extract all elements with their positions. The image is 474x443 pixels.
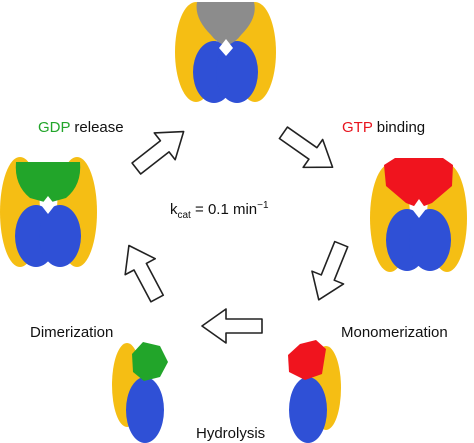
cleft: [41, 196, 55, 214]
gtp-text: GTP: [342, 119, 373, 136]
arrow-gtp-binding: [278, 126, 334, 169]
monomer-gdp-bound: [112, 342, 168, 443]
arrow-dimerization: [124, 244, 165, 303]
subunit-blue-right: [39, 205, 81, 267]
label-gtp-binding: GTP binding: [342, 120, 425, 135]
gdp-release-text: release: [70, 119, 124, 136]
dimer-gdp-bound: [0, 157, 97, 267]
gdp-text: GDP: [38, 119, 71, 136]
dimer-nucleotide-free: [175, 2, 276, 103]
nucleotide-site-gtp: [384, 158, 453, 208]
rate-constant: kcat = 0.1 min−1: [170, 200, 269, 221]
cleft: [412, 199, 426, 218]
subunit-blue-right: [409, 209, 451, 271]
arrow-hydrolysis: [201, 308, 263, 344]
dimer-gtp-bound: [370, 158, 467, 272]
gtp-binding-text: binding: [372, 119, 426, 136]
arrow-monomerization: [311, 240, 349, 301]
nucleotide-site-gdp: [15, 162, 81, 203]
nucleotide-site-gtp: [288, 340, 326, 380]
subunit-blue: [126, 377, 164, 443]
label-gdp-release: GDP release: [38, 120, 124, 135]
label-hydrolysis: Hydrolysis: [196, 425, 266, 442]
monomer-gtp-bound: [288, 340, 341, 443]
rate-value: = 0.1 min: [190, 201, 258, 218]
nucleotide-site-gdp: [132, 342, 168, 381]
arrow-gdp-release: [131, 130, 185, 175]
rate-subscript: cat: [177, 210, 191, 221]
label-dimerization: Dimerization: [30, 324, 114, 341]
nucleotide-site-empty: [196, 2, 255, 46]
rate-symbol: k: [170, 201, 178, 218]
subunit-blue: [289, 377, 327, 443]
label-monomerization: Monomerization: [341, 324, 448, 341]
rate-superscript: −1: [257, 200, 269, 211]
subunit-blue-right: [216, 41, 258, 103]
cleft: [219, 39, 233, 56]
